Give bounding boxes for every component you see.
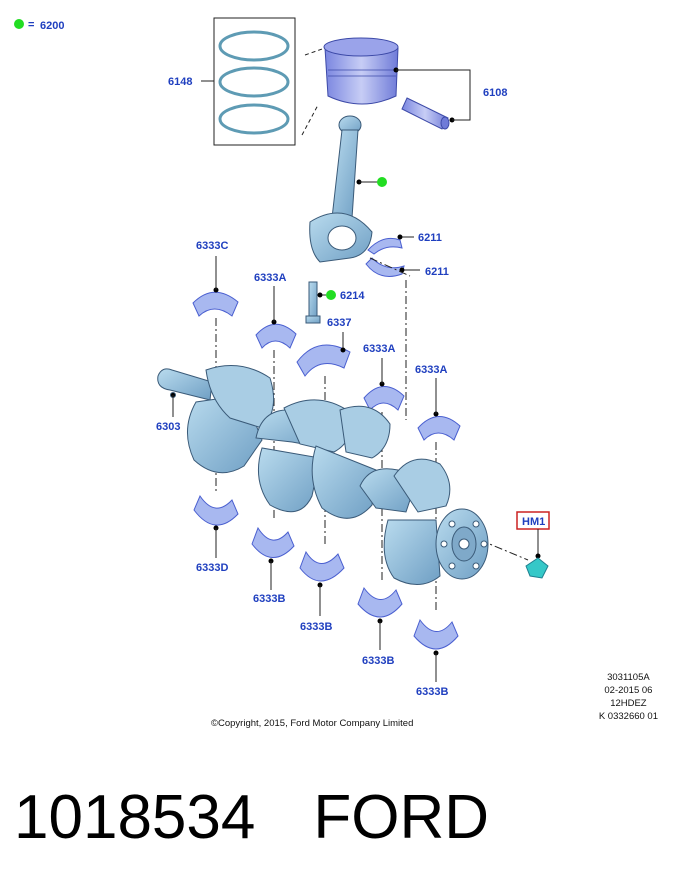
label-6333B-2[interactable]: 6333B (300, 621, 332, 633)
leader-6108: 6108 (396, 69, 507, 121)
crankshaft[interactable] (157, 365, 489, 585)
piston[interactable] (323, 37, 399, 105)
main-bearing-lower-4[interactable]: 6333B (357, 586, 403, 667)
part-number: 1018534 (14, 783, 256, 852)
copyright-notice: ©Copyright, 2015, Ford Motor Company Lim… (211, 718, 414, 729)
rod-bearing-lower[interactable]: 6211 (365, 257, 449, 278)
piston-rings-6148[interactable]: 6148 (168, 17, 296, 146)
rod-bearing-upper[interactable]: 6211 (367, 232, 442, 255)
connecting-rod[interactable] (309, 115, 387, 263)
green-dot-bolt (326, 290, 336, 300)
main-bearing-lower-3[interactable]: 6333B (299, 550, 345, 633)
ref-line-3: 12HDEZ (610, 698, 647, 709)
legend-equals: = (28, 19, 34, 31)
label-6333B-3[interactable]: 6333B (362, 655, 394, 667)
parts-diagram: = 6200 6148 6108 (14, 17, 550, 698)
ref-line-1: 3031105A (607, 672, 650, 683)
label-6333B-1[interactable]: 6333B (253, 593, 285, 605)
legend-code: 6200 (40, 20, 64, 32)
brand-name: FORD (313, 783, 490, 852)
label-6333A-1[interactable]: 6333A (254, 272, 286, 284)
ref-line-4: K 0332660 01 (598, 711, 658, 722)
legend: = 6200 (14, 19, 64, 32)
main-bearing-lower-2[interactable]: 6333B (251, 526, 295, 605)
label-6333A-2[interactable]: 6333A (363, 343, 395, 355)
thrust-bearing[interactable]: 6337 (296, 317, 351, 377)
main-bearing-lower-5[interactable]: 6333B (413, 618, 459, 698)
rod-bolt[interactable]: 6214 (305, 281, 365, 324)
label-6333D[interactable]: 6333D (196, 562, 228, 574)
label-6211-lower[interactable]: 6211 (425, 266, 449, 278)
main-bearing-lower-1[interactable]: 6333D (193, 494, 239, 574)
label-6333C[interactable]: 6333C (196, 240, 228, 252)
part-caption: 1018534 FORD (14, 782, 489, 853)
hm1-part[interactable]: HM1 (516, 511, 550, 579)
drawing-reference-block: 3031105A 02-2015 06 12HDEZ K 0332660 01 (599, 671, 658, 723)
label-hm1[interactable]: HM1 (522, 516, 545, 528)
label-6303[interactable]: 6303 (156, 421, 180, 433)
main-bearing-upper-4[interactable]: 6333A (415, 364, 461, 441)
main-bearing-upper-2[interactable]: 6333A (254, 272, 297, 349)
main-bearing-upper-1[interactable]: 6333C (192, 240, 239, 317)
label-6333B-4[interactable]: 6333B (416, 686, 448, 698)
ref-line-2: 02-2015 06 (604, 685, 653, 696)
main-bearing-upper-3[interactable]: 6333A (363, 343, 405, 411)
label-6211-upper[interactable]: 6211 (418, 232, 442, 244)
green-dot-rod (377, 177, 387, 187)
legend-green-dot (14, 19, 24, 29)
piston-pin[interactable] (401, 97, 455, 130)
label-6333A-3[interactable]: 6333A (415, 364, 447, 376)
label-6337[interactable]: 6337 (327, 317, 351, 329)
label-6148[interactable]: 6148 (168, 76, 192, 88)
label-6214[interactable]: 6214 (340, 290, 365, 302)
label-6108[interactable]: 6108 (483, 87, 507, 99)
